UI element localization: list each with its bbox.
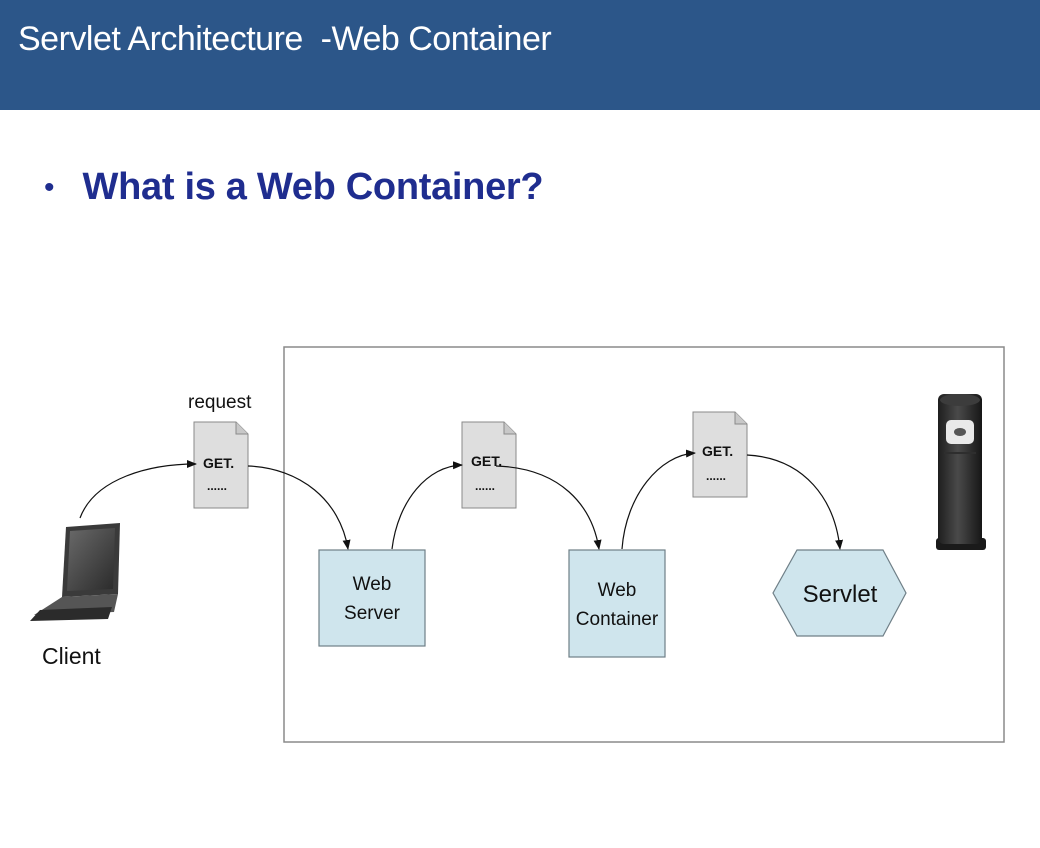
web-container-node: Web Container — [568, 549, 666, 658]
arrow-request-to-web-server — [247, 465, 351, 550]
container-boundary — [283, 346, 1005, 743]
server-tower-icon — [936, 394, 986, 550]
web-server-label-line2: Server — [344, 603, 401, 624]
web-container-label-line1: Web — [598, 580, 637, 601]
arrow-web-server-to-document — [391, 461, 463, 550]
slide-title: Servlet Architecture -Web Container — [18, 20, 552, 58]
web-server-label-line1: Web — [353, 574, 392, 595]
document-line-2: ...... — [475, 479, 495, 493]
request-document-1: GET. ...... — [193, 421, 249, 509]
document-line-1: GET. — [471, 453, 502, 469]
arrow-document-to-servlet — [746, 454, 844, 550]
request-label: request — [188, 392, 252, 413]
arrow-web-container-to-document — [621, 449, 696, 550]
header-bar: Servlet Architecture -Web Container — [0, 0, 1040, 110]
request-document-2: GET. ...... — [461, 421, 517, 509]
bullet-marker: • — [44, 170, 55, 204]
arrow-client-to-request — [79, 460, 197, 519]
request-document-3: GET. ...... — [692, 411, 748, 498]
servlet-label: Servlet — [803, 581, 878, 608]
web-container-label-line2: Container — [576, 609, 659, 630]
document-line-1: GET. — [203, 455, 234, 471]
servlet-node: Servlet — [772, 549, 907, 637]
laptop-icon — [30, 523, 120, 621]
document-line-2: ...... — [706, 469, 726, 483]
bullet-item: • What is a Web Container? — [44, 166, 544, 209]
web-server-node: Web Server — [318, 549, 426, 647]
client-label: Client — [42, 643, 101, 669]
arrow-document-to-web-container — [495, 465, 602, 550]
document-line-2: ...... — [207, 479, 227, 493]
document-line-1: GET. — [702, 443, 733, 459]
bullet-text: What is a Web Container? — [82, 166, 544, 208]
